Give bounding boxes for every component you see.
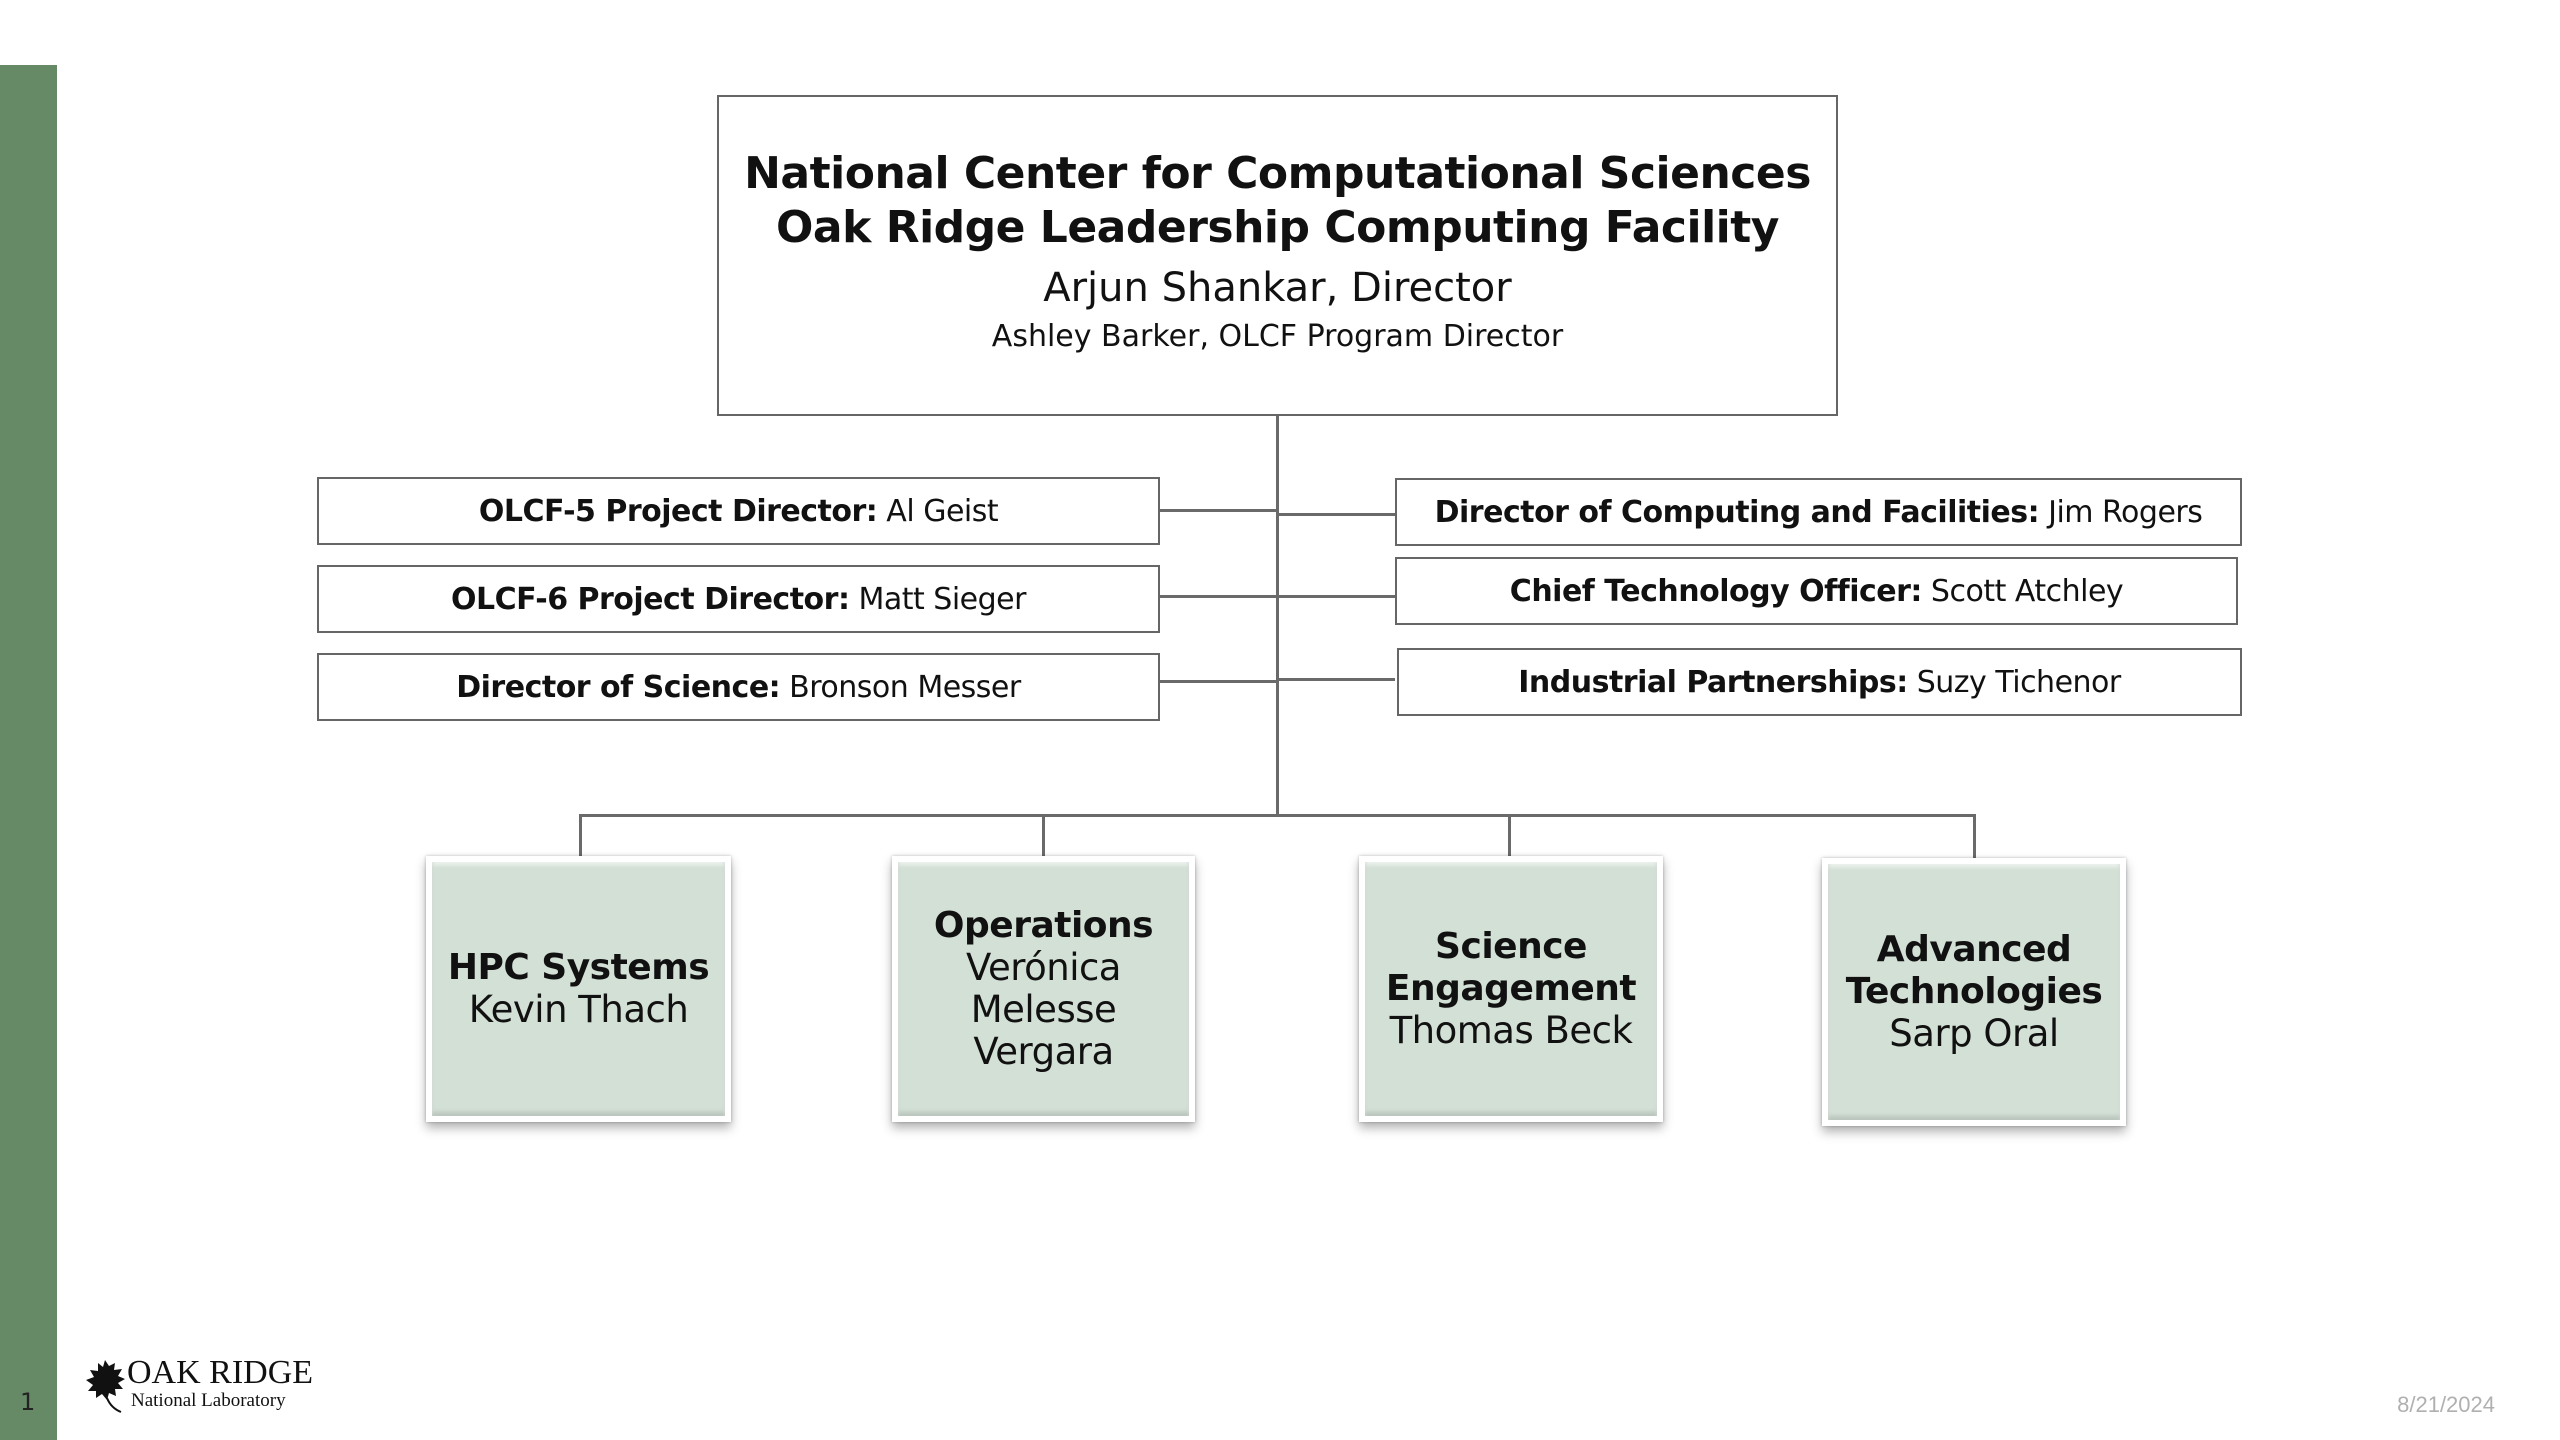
role-name: Al Geist bbox=[886, 493, 999, 529]
unit-lead: Sarp Oral bbox=[1889, 1012, 2059, 1055]
role-box-olcf5: OLCF-5 Project Director:Al Geist bbox=[317, 477, 1160, 545]
unit-box-science-engagement: Science Engagement Thomas Beck bbox=[1359, 856, 1663, 1122]
role-title: Director of Science: bbox=[456, 669, 781, 705]
connector-trunk bbox=[1276, 416, 1279, 816]
role-title: Industrial Partnerships: bbox=[1518, 664, 1908, 700]
org-title-line2: Oak Ridge Leadership Computing Facility bbox=[776, 202, 1779, 253]
role-name: Scott Atchley bbox=[1930, 573, 2124, 609]
role-box-science-director: Director of Science:Bronson Messer bbox=[317, 653, 1160, 721]
role-title: Director of Computing and Facilities: bbox=[1434, 494, 2040, 530]
unit-box-advanced-technologies: Advanced Technologies Sarp Oral bbox=[1822, 858, 2126, 1126]
connector-drop-1 bbox=[579, 814, 582, 858]
connector-right-1 bbox=[1277, 513, 1395, 516]
role-box-industrial-partnerships: Industrial Partnerships:Suzy Tichenor bbox=[1397, 648, 2242, 716]
connector-right-3 bbox=[1277, 678, 1395, 681]
connector-drop-3 bbox=[1508, 814, 1511, 858]
role-box-computing-facilities: Director of Computing and Facilities:Jim… bbox=[1395, 478, 2242, 546]
role-name: Jim Rogers bbox=[2048, 494, 2203, 530]
program-director-name: Ashley Barker, OLCF Program Director bbox=[991, 319, 1564, 354]
role-box-cto: Chief Technology Officer:Scott Atchley bbox=[1395, 557, 2238, 625]
role-box-olcf6: OLCF-6 Project Director:Matt Sieger bbox=[317, 565, 1160, 633]
unit-lead: Verónica Melesse Vergara bbox=[966, 946, 1121, 1073]
connector-left-2 bbox=[1159, 595, 1277, 598]
unit-title: HPC Systems bbox=[447, 947, 710, 988]
unit-box-hpc-systems: HPC Systems Kevin Thach bbox=[426, 856, 731, 1122]
logo-text-oak-ridge: OAK RIDGE bbox=[127, 1354, 314, 1391]
slide-number: 1 bbox=[20, 1388, 36, 1416]
connector-drop-4 bbox=[1973, 814, 1976, 858]
oak-leaf-icon bbox=[86, 1360, 125, 1413]
org-title-line1: National Center for Computational Scienc… bbox=[744, 148, 1811, 199]
sidebar-accent-bar bbox=[0, 65, 57, 1440]
unit-title: Advanced Technologies bbox=[1845, 929, 2103, 1012]
unit-lead: Thomas Beck bbox=[1389, 1009, 1633, 1052]
connector-drop-2 bbox=[1042, 814, 1045, 858]
unit-title: Operations bbox=[933, 905, 1154, 946]
ornl-logo: OAK RIDGE National Laboratory bbox=[85, 1354, 325, 1418]
unit-title: Science Engagement bbox=[1385, 926, 1637, 1009]
connector-left-3 bbox=[1159, 680, 1277, 683]
connector-right-2 bbox=[1277, 595, 1395, 598]
role-title: Chief Technology Officer: bbox=[1509, 573, 1923, 609]
connector-horizontal-bar bbox=[579, 814, 1976, 817]
unit-lead: Kevin Thach bbox=[468, 988, 689, 1031]
role-name: Matt Sieger bbox=[858, 581, 1026, 617]
org-head-box: National Center for Computational Scienc… bbox=[717, 95, 1838, 416]
role-title: OLCF-6 Project Director: bbox=[451, 581, 850, 617]
logo-text-national-laboratory: National Laboratory bbox=[131, 1390, 286, 1411]
unit-box-operations: Operations Verónica Melesse Vergara bbox=[892, 856, 1195, 1122]
connector-left-1 bbox=[1159, 509, 1277, 512]
role-name: Suzy Tichenor bbox=[1916, 664, 2122, 700]
role-name: Bronson Messer bbox=[789, 669, 1021, 705]
slide-date: 8/21/2024 bbox=[2397, 1392, 2495, 1417]
director-name: Arjun Shankar, Director bbox=[1043, 265, 1512, 311]
role-title: OLCF-5 Project Director: bbox=[478, 493, 878, 529]
